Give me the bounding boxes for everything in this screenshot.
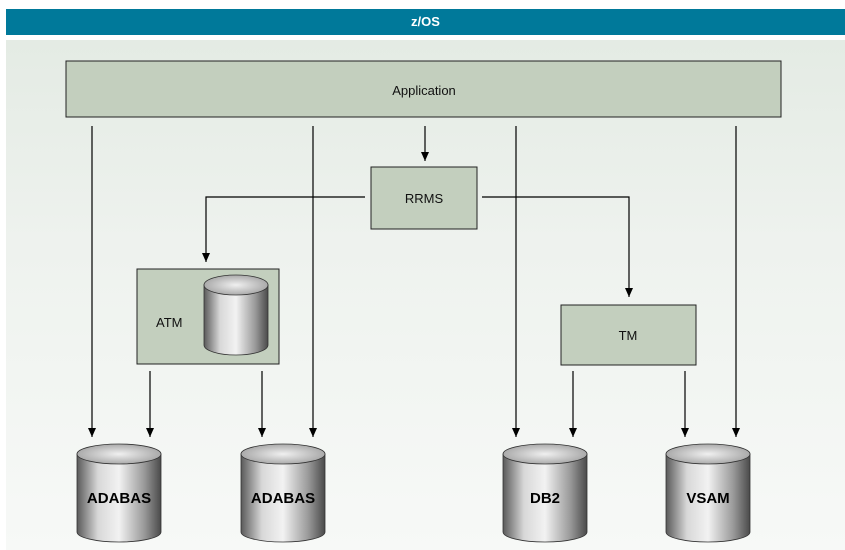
database-db2: DB2 <box>502 443 588 543</box>
application-box: Application <box>65 60 782 118</box>
edge-rrms-tm <box>482 196 633 297</box>
rrms-box: RRMS <box>370 166 478 230</box>
application-label: Application <box>392 83 456 98</box>
connections <box>88 126 740 437</box>
database-label: DB2 <box>530 490 560 507</box>
tm-box: TM <box>560 304 697 366</box>
atm-label: ATM <box>156 315 182 330</box>
atm-box: ATM <box>136 268 280 365</box>
database-adabas-2: ADABAS <box>240 443 326 543</box>
atm-storage-icon <box>203 274 269 356</box>
tm-label: TM <box>619 328 638 343</box>
database-vsam: VSAM <box>665 443 751 543</box>
edge-rrms-atm <box>202 196 365 262</box>
database-label: ADABAS <box>251 490 315 507</box>
database-label: VSAM <box>686 490 729 507</box>
zos-header: z/OS <box>6 9 845 35</box>
database-label: ADABAS <box>87 490 151 507</box>
rrms-label: RRMS <box>405 191 444 206</box>
database-adabas-1: ADABAS <box>76 443 162 543</box>
